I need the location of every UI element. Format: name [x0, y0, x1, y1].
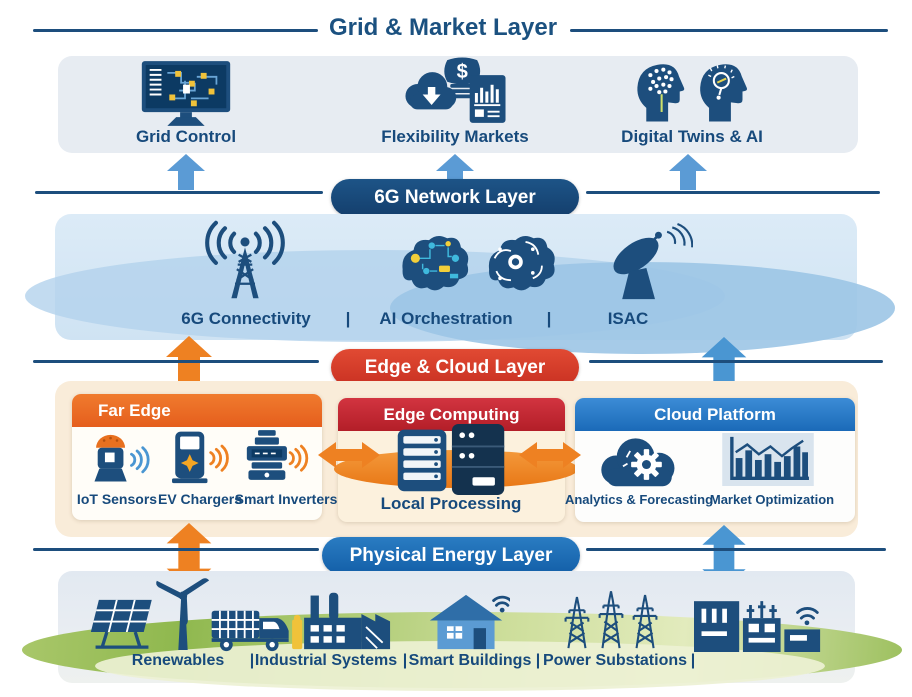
transmission-towers-icon — [564, 591, 658, 649]
smart-buildings-label: Smart Buildings — [408, 652, 532, 669]
smart-inverters-icon — [246, 430, 309, 480]
up-arrow-digital-twins — [669, 154, 707, 190]
ev-chargers-icon — [172, 431, 229, 484]
grid-control-label: Grid Control — [135, 127, 237, 146]
flexibility-markets-label: Flexibility Markets — [381, 127, 529, 146]
grid-market-layer-title: Grid & Market Layer — [328, 14, 558, 41]
svg-text:$: $ — [457, 61, 468, 83]
up-arrow-grid-control — [167, 154, 205, 190]
smart-building-icon — [429, 594, 510, 650]
iot-sensors-icon — [94, 434, 150, 482]
6g-connectivity-icon — [205, 220, 285, 299]
network-separator-1: | — [345, 309, 351, 328]
local-processing-label: Local Processing — [380, 494, 522, 513]
digital-twins-icon — [637, 64, 748, 122]
market-optimization-label: Market Optimization — [709, 492, 835, 507]
6g-connectivity-label: 6G Connectivity — [181, 309, 311, 328]
physical-separator-2: | — [402, 652, 408, 669]
ev-chargers-label: EV Chargers — [157, 491, 243, 507]
isac-label: ISAC — [607, 309, 649, 328]
wind-turbine-icon — [156, 578, 210, 650]
orange-arrow-faredge-edgecomputing — [318, 442, 380, 468]
edge-computing-header: Edge Computing — [338, 398, 565, 431]
renewables-label: Renewables — [131, 652, 225, 669]
rule-6g-left — [35, 191, 323, 194]
solar-panels-icon — [90, 599, 152, 649]
rule-physical-right — [586, 548, 886, 551]
edge-cloud-layer-pill: Edge & Cloud Layer — [331, 349, 579, 386]
network-separator-2: | — [546, 309, 552, 328]
ai-orchestration-icon — [402, 235, 555, 291]
rule-6g-right — [586, 191, 880, 194]
physical-layer-pill: Physical Energy Layer — [322, 537, 580, 574]
isac-icon — [613, 223, 693, 300]
factory-icon — [292, 592, 391, 650]
rule-grid-market-right — [570, 29, 888, 32]
orange-arrow-edgecomputing-cloud — [519, 442, 581, 468]
delivery-truck-icon — [211, 610, 289, 652]
substation-icon — [694, 601, 821, 652]
industrial-systems-label: Industrial Systems — [254, 652, 398, 669]
flexibility-markets-icon: $ — [405, 57, 506, 123]
rule-grid-market-left — [33, 29, 318, 32]
physical-separator-3: | — [535, 652, 541, 669]
network-layer-pill: 6G Network Layer — [331, 179, 579, 216]
rule-edge-left — [33, 360, 319, 363]
cloud-platform-header: Cloud Platform — [575, 398, 855, 431]
far-edge-header: Far Edge — [72, 394, 322, 427]
analytics-forecasting-label: Analytics & Forecasting — [564, 492, 714, 507]
up-arrow-flexibility-markets — [436, 154, 474, 190]
rule-physical-left — [33, 548, 319, 551]
analytics-forecasting-icon — [601, 438, 675, 487]
power-substations-label: Power Substations — [542, 652, 688, 669]
rule-edge-right — [589, 360, 883, 363]
grid-control-icon — [141, 61, 231, 126]
market-optimization-icon — [722, 433, 814, 486]
physical-separator-1: | — [249, 652, 255, 669]
smart-inverters-label: Smart Inverters — [234, 491, 338, 507]
iot-sensors-label: IoT Sensors — [76, 491, 158, 507]
physical-separator-4: | — [690, 652, 696, 669]
ai-orchestration-label: AI Orchestration — [379, 309, 513, 328]
local-processing-servers-icon — [397, 424, 505, 495]
digital-twins-label: Digital Twins & AI — [621, 127, 763, 146]
